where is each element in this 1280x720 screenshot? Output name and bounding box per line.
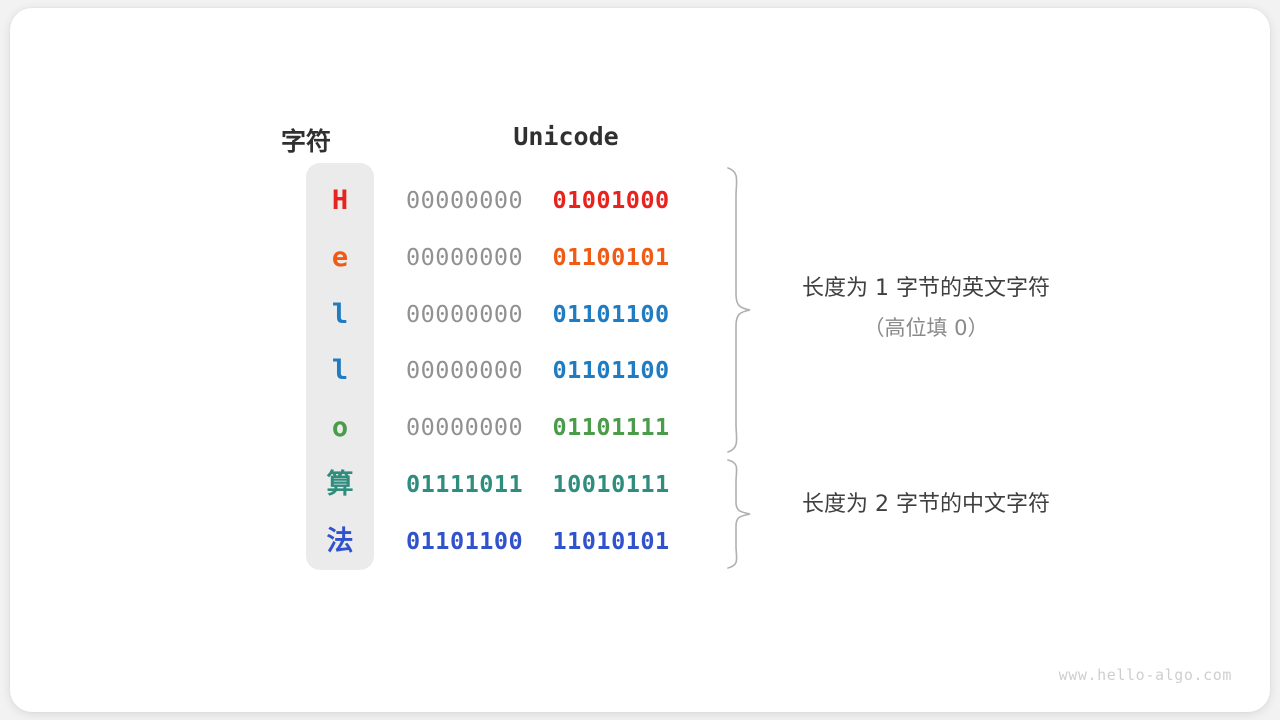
row-unicode-bits: 01111011 10010111	[406, 456, 726, 513]
encoding-row: H 00000000 01001000	[10, 172, 1270, 229]
byte-separator	[523, 186, 552, 214]
encoding-row: l 00000000 01101100	[10, 286, 1270, 343]
row-character: 算	[326, 469, 354, 500]
row-character: o	[331, 412, 349, 444]
encoding-row: o 00000000 01101111	[10, 399, 1270, 456]
row-unicode-bits: 00000000 01101100	[406, 342, 726, 399]
encoding-row: 算 01111011 10010111	[10, 456, 1270, 513]
brace-english-group	[727, 167, 751, 453]
row-low-byte: 01100101	[552, 242, 670, 271]
row-high-byte: 00000000	[406, 299, 524, 328]
figure-card: 字符 Unicode H 00000000 01001000 e 00000000 0…	[10, 8, 1270, 712]
column-header-unicode: Unicode	[513, 122, 619, 151]
byte-separator	[523, 300, 552, 328]
encoding-row: l 00000000 01101100	[10, 342, 1270, 399]
byte-separator	[523, 356, 552, 384]
row-unicode-bits: 00000000 01001000	[406, 172, 726, 229]
row-low-byte: 11010101	[552, 526, 670, 555]
annotation-chinese-main: 长度为 2 字节的中文字符	[802, 492, 1050, 517]
row-low-byte: 01101100	[552, 356, 670, 385]
annotation-english-sub: （高位填 0）	[863, 316, 989, 340]
row-character: 法	[326, 525, 354, 557]
row-low-byte: 01001000	[552, 186, 670, 214]
byte-separator	[523, 413, 552, 441]
annotation-chinese: 长度为 2 字节的中文字符	[766, 486, 1086, 518]
byte-separator	[523, 470, 552, 498]
encoding-row: 法 01101100 11010101	[10, 513, 1270, 570]
watermark-url: www.hello-algo.com	[1058, 666, 1232, 684]
row-low-byte: 01101111	[552, 413, 670, 442]
row-high-byte: 00000000	[406, 413, 524, 442]
row-character: H	[331, 185, 349, 216]
byte-separator	[523, 527, 552, 555]
annotation-english-main: 长度为 1 字节的英文字符	[802, 276, 1050, 301]
row-high-byte: 01111011	[406, 470, 524, 498]
unicode-encoding-figure: 字符 Unicode H 00000000 01001000 e 00000000 0…	[10, 8, 1270, 712]
row-low-byte: 10010111	[552, 470, 670, 498]
row-unicode-bits: 00000000 01100101	[406, 229, 726, 286]
byte-separator	[523, 243, 552, 271]
row-unicode-bits: 01101100 11010101	[406, 513, 726, 570]
row-high-byte: 00000000	[406, 186, 524, 214]
row-high-byte: 00000000	[406, 356, 524, 385]
row-character: l	[331, 298, 349, 330]
row-low-byte: 01101100	[552, 299, 670, 328]
row-character: l	[331, 355, 349, 387]
column-header-character: 字符	[280, 127, 331, 156]
character-column-background	[306, 163, 374, 570]
encoding-row: e 00000000 01100101	[10, 229, 1270, 286]
row-high-byte: 01101100	[406, 526, 524, 555]
row-unicode-bits: 00000000 01101111	[406, 399, 726, 456]
row-unicode-bits: 00000000 01101100	[406, 286, 726, 343]
row-high-byte: 00000000	[406, 242, 524, 271]
annotation-english: 长度为 1 字节的英文字符 （高位填 0）	[766, 270, 1086, 342]
row-character: e	[331, 241, 349, 273]
brace-chinese-group	[727, 459, 751, 569]
